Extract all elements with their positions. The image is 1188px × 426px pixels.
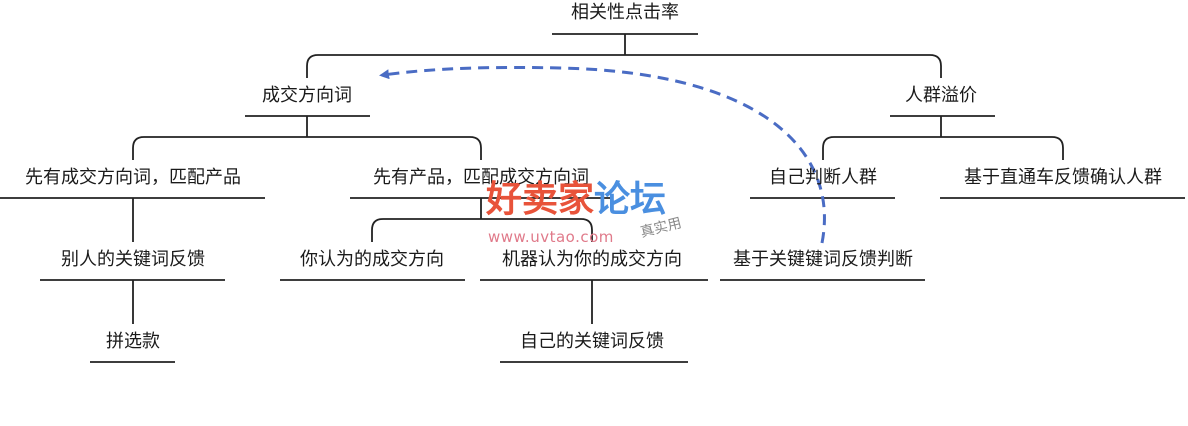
node-product-first: 先有产品，匹配成交方向词: [373, 167, 589, 188]
node-crowd-premium: 人群溢价: [905, 85, 977, 106]
l2b-to-l3b-connector: [371, 198, 593, 242]
node-self-judge-crowd: 自己判断人群: [769, 167, 877, 188]
node-your-direction: 你认为的成交方向: [300, 249, 444, 270]
dashed-feedback-arrow: [379, 65, 826, 244]
node-machine-direction: 机器认为你的成交方向: [502, 249, 682, 270]
level1-right-to-level2-connector: [822, 116, 1064, 160]
root-to-level1-connector: [306, 34, 942, 78]
node-pick-style: 拼选款: [106, 331, 160, 352]
node-others-keyword-feedback: 别人的关键词反馈: [61, 249, 205, 270]
node-transaction-keywords: 成交方向词: [262, 85, 352, 106]
node-keyword-feedback-judge: 基于关键键词反馈判断: [733, 249, 913, 270]
node-feedback-crowd: 基于直通车反馈确认人群: [964, 167, 1162, 188]
node-own-keyword-feedback: 自己的关键词反馈: [520, 331, 664, 352]
node-keywords-first: 先有成交方向词，匹配产品: [25, 167, 241, 188]
node-root: 相关性点击率: [571, 2, 679, 23]
level1-left-to-level2-connector: [132, 116, 482, 160]
